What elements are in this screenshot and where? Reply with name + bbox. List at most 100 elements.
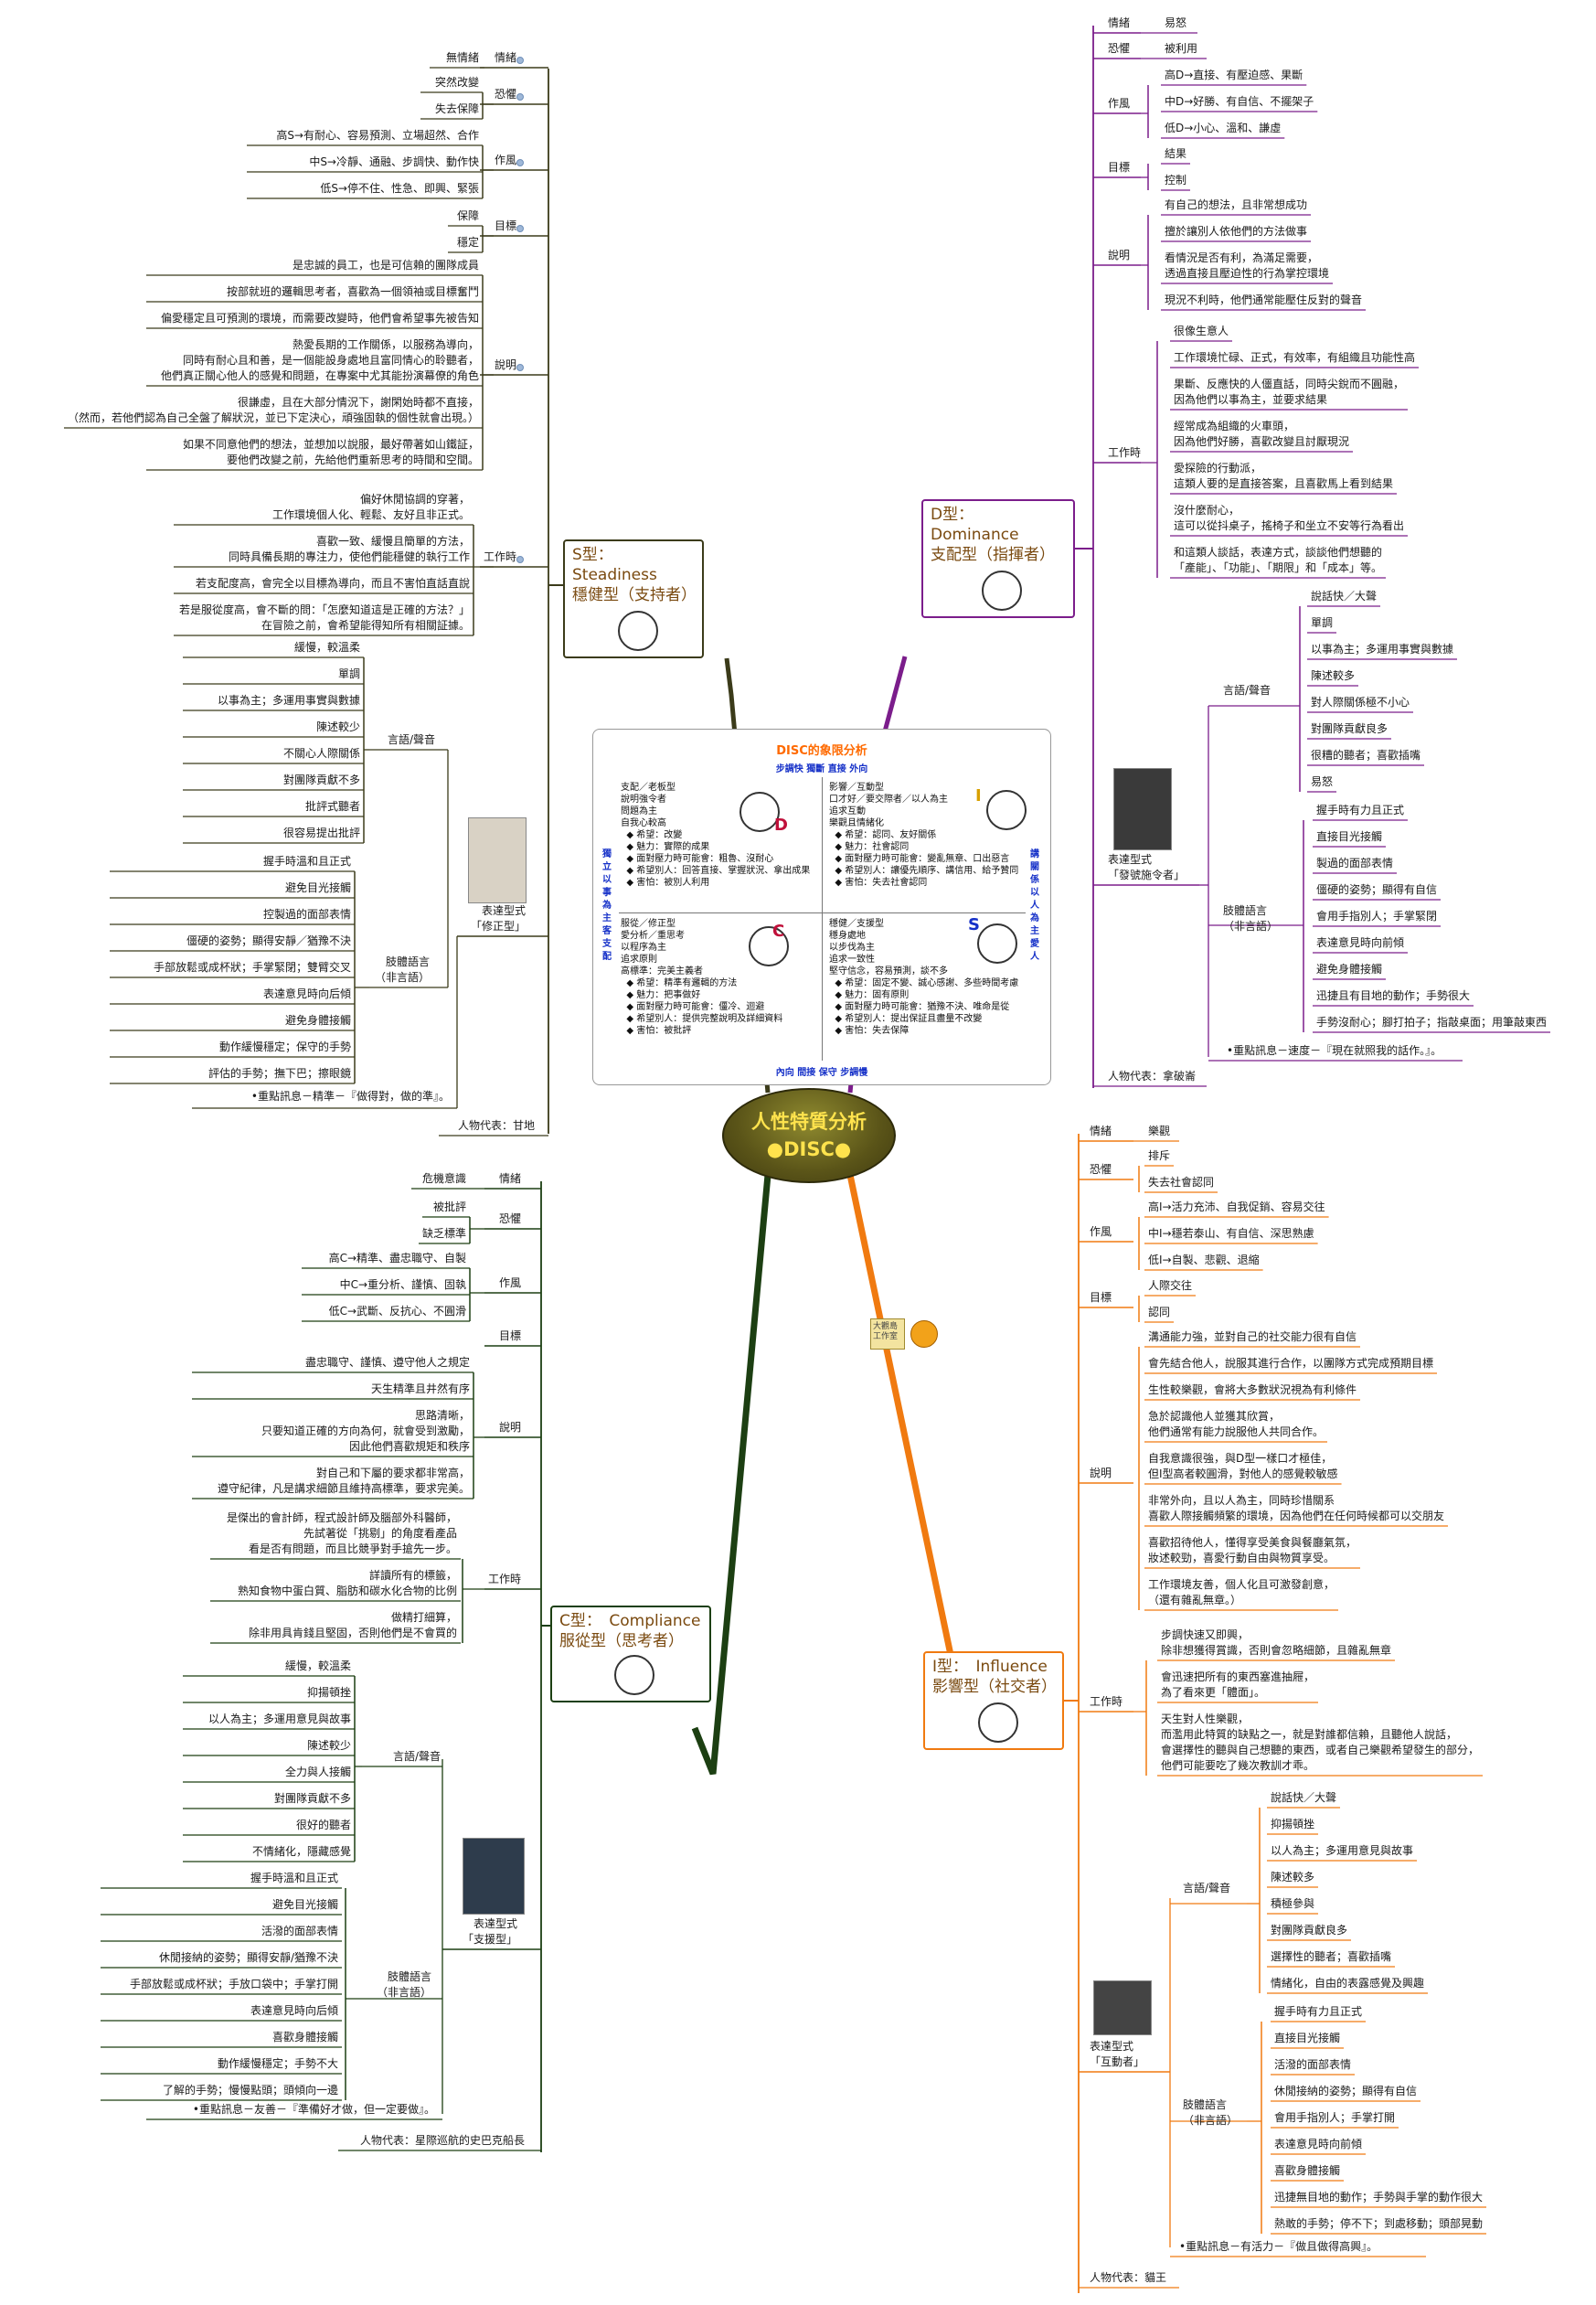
branch-leaf[interactable]: 迅捷無目地的動作；手勢與手掌的動作很大	[1274, 2191, 1484, 2204]
branch-leaf[interactable]: 以事為主；多運用事實與數據	[1311, 643, 1454, 656]
branch-person[interactable]: 人物代表：星際巡航的史巴克船長	[359, 2134, 525, 2147]
branch-category[interactable]: 肢體語言 （非言語）	[374, 955, 430, 984]
branch-leaf[interactable]: 樂觀	[1148, 1125, 1171, 1137]
branch-leaf[interactable]: 沒什麼耐心， 這可以從抖桌子，搖椅子和坐立不安等行為看出	[1174, 504, 1405, 532]
branch-category[interactable]: 恐懼	[1090, 1163, 1112, 1176]
branch-leaf[interactable]: 單調	[337, 667, 360, 680]
branch-leaf[interactable]: 低D→小心、溫和、謙虛	[1165, 122, 1282, 134]
topic-d-type[interactable]: D型： Dominance 支配型（指揮者）	[921, 499, 1075, 618]
branch-leaf[interactable]: 握手時溫和且正式	[250, 1872, 338, 1884]
branch-leaf[interactable]: 失去保障	[434, 102, 479, 115]
branch-category[interactable]: 言語/聲音	[1223, 684, 1271, 697]
branch-leaf[interactable]: 中C→重分析、謹慎、固執	[339, 1278, 466, 1291]
branch-leaf[interactable]: 會迅速把所有的東西塞進抽屜， 為了看來更「體面」。	[1161, 1670, 1315, 1699]
branch-leaf[interactable]: 人際交往	[1148, 1279, 1193, 1292]
branch-leaf[interactable]: 情緒化，自由的表露感覺及興趣	[1271, 1977, 1425, 1990]
branch-leaf[interactable]: 以事為主；多運用事實與數據	[217, 694, 360, 707]
branch-leaf[interactable]: 低I→自製、悲觀、退縮	[1148, 1254, 1260, 1266]
branch-node-dot[interactable]	[516, 556, 524, 563]
branch-category[interactable]: 情緒	[494, 51, 516, 64]
branch-category[interactable]: 表達型式 「支援型」	[462, 1917, 517, 1946]
branch-node-dot[interactable]	[516, 225, 524, 232]
branch-leaf[interactable]: 陳述較少	[306, 1739, 351, 1752]
branch-leaf[interactable]: 僵硬的姿勢；顯得安靜／猶豫不決	[186, 934, 351, 947]
branch-category[interactable]: 情緒	[1090, 1125, 1112, 1137]
branch-leaf[interactable]: 握手時溫和且正式	[262, 855, 351, 868]
branch-leaf[interactable]: 動作緩慢穩定；手勢不大	[217, 2057, 338, 2070]
branch-leaf[interactable]: 無情緒	[445, 51, 479, 64]
branch-leaf[interactable]: 若支配度高，會完全以目標為導向，而且不害怕直話直說	[195, 577, 470, 590]
branch-category[interactable]: 表達型式 「互動者」	[1090, 2040, 1145, 2068]
branch-leaf[interactable]: 休閒接納的姿勢；顯得安靜/猶豫不決	[158, 1951, 338, 1964]
branch-leaf[interactable]: 選擇性的聽者；喜歡插嘴	[1271, 1950, 1392, 1963]
branch-category[interactable]: 恐懼	[494, 88, 516, 101]
branch-leaf[interactable]: 溝通能力強，並對自己的社交能力很有自信	[1148, 1330, 1357, 1343]
branch-leaf[interactable]: 對團隊貢獻良多	[1271, 1924, 1348, 1937]
branch-key-message[interactable]: •重點訊息－友善－『準備好才做，但一定要做』。	[192, 2103, 435, 2116]
branch-leaf[interactable]: 直接目光接觸	[1274, 2032, 1341, 2044]
branch-leaf[interactable]: 喜歡身體接觸	[271, 2031, 338, 2044]
branch-leaf[interactable]: 陳述較多	[1311, 669, 1356, 682]
branch-category[interactable]: 肢體語言 （非言語）	[1183, 2098, 1239, 2127]
branch-leaf[interactable]: 和這類人談話，表達方式，談談他們想聽的 「產能」、「功能」、「期限」和「成本」等…	[1174, 546, 1383, 574]
branch-leaf[interactable]: 陳述較少	[315, 720, 360, 733]
branch-leaf[interactable]: 很好的聽者	[295, 1819, 351, 1831]
branch-leaf[interactable]: 避免目光接觸	[271, 1898, 338, 1911]
branch-category[interactable]: 肢體語言 （非言語）	[376, 1970, 431, 1999]
branch-leaf[interactable]: 做精打細算， 除非用具肯錢且堅固，否則他們是不會買的	[248, 1611, 457, 1639]
branch-leaf[interactable]: 控製過的面部表情	[262, 908, 351, 921]
branch-node-dot[interactable]	[516, 159, 524, 166]
branch-leaf[interactable]: 迅捷且有目地的動作；手勢很大	[1316, 989, 1471, 1002]
branch-leaf[interactable]: 製過的面部表情	[1316, 857, 1394, 870]
branch-leaf[interactable]: 表達意見時向前傾	[1316, 936, 1405, 949]
branch-leaf[interactable]: 握手時有力且正式	[1274, 2005, 1363, 2018]
branch-leaf[interactable]: 批評式聽者	[304, 800, 360, 813]
branch-category[interactable]: 目標	[494, 219, 516, 232]
branch-person[interactable]: 人物代表：拿破崙	[1108, 1070, 1197, 1083]
branch-category[interactable]: 說明	[1090, 1467, 1112, 1479]
branch-leaf[interactable]: 表達意見時向前傾	[1274, 2138, 1363, 2150]
branch-leaf[interactable]: 陳述較多	[1271, 1871, 1315, 1883]
branch-person[interactable]: 人物代表：甘地	[457, 1119, 535, 1132]
branch-category[interactable]: 言語/聲音	[1183, 1882, 1231, 1894]
branch-leaf[interactable]: 表達意見時向后傾	[250, 2004, 338, 2017]
branch-category[interactable]: 工作時	[1108, 446, 1142, 459]
branch-leaf[interactable]: 動作緩慢穩定；保守的手勢	[218, 1040, 351, 1053]
branch-category[interactable]: 目標	[498, 1329, 521, 1342]
branch-category[interactable]: 工作時	[487, 1573, 521, 1585]
branch-leaf[interactable]: 說話快／大聲	[1271, 1791, 1337, 1804]
branch-leaf[interactable]: 不情緒化，隱藏感覺	[251, 1845, 351, 1858]
branch-leaf[interactable]: 休閒接納的姿勢；顯得有自信	[1274, 2085, 1418, 2097]
branch-leaf[interactable]: 易怒	[1311, 775, 1334, 788]
branch-leaf[interactable]: 以人為主；多運用意見與故事	[207, 1713, 351, 1725]
branch-leaf[interactable]: 天生對人性樂觀， 而濫用此特質的缺點之一，就是對誰都信賴，且聽他人說話， 會選擇…	[1161, 1713, 1480, 1772]
branch-leaf[interactable]: 避免目光接觸	[284, 881, 351, 894]
branch-category[interactable]: 肢體語言 （非言語）	[1223, 904, 1279, 933]
branch-key-message[interactable]: •重點訊息－精準－『做得對，做的準』。	[250, 1090, 450, 1103]
branch-leaf[interactable]: 按部就班的邏輯思考者，喜歡為一個領袖或目標奮鬥	[226, 285, 479, 298]
branch-leaf[interactable]: 喜歡一致、緩慢且簡單的方法， 同時具備長期的專注力，使他們能穩健的執行工作	[228, 535, 470, 563]
branch-category[interactable]: 說明	[498, 1421, 521, 1434]
branch-key-message[interactable]: •重點訊息－有活力－『做且做得高興』。	[1179, 2240, 1378, 2253]
topic-c-type[interactable]: C型： Compliance 服從型（思考者）	[550, 1606, 711, 1702]
branch-leaf[interactable]: 缺乏標準	[421, 1227, 466, 1240]
branch-leaf[interactable]: 熱敢的手勢；停不下；到處移動；頭部晃動	[1274, 2217, 1484, 2230]
branch-leaf[interactable]: 工作環境忙碌、正式，有效率，有組織且功能性高	[1174, 351, 1416, 364]
branch-category[interactable]: 工作時	[483, 550, 516, 563]
branch-leaf[interactable]: 偏好休閒協調的穿著， 工作環境個人化、輕鬆、友好且非正式。	[271, 493, 470, 521]
branch-leaf[interactable]: 對人際關係極不小心	[1311, 696, 1410, 709]
branch-leaf[interactable]: 果斷、反應快的人僵直話，同時尖銳而不圓融， 因為他們以事為主，並要求結果	[1174, 378, 1405, 406]
branch-leaf[interactable]: 步調快速又即興， 除非想獲得賞識，否則會忽略細節，且雜亂無章	[1161, 1628, 1392, 1657]
branch-node-dot[interactable]	[516, 364, 524, 371]
branch-leaf[interactable]: 對團隊貢獻不多	[273, 1792, 351, 1805]
branch-node-dot[interactable]	[516, 93, 524, 101]
branch-leaf[interactable]: 積極參與	[1271, 1897, 1315, 1910]
branch-leaf[interactable]: 熱愛長期的工作關係，以服務為導向， 同時有耐心且和善，是一個能設身處地且富同情心…	[160, 338, 479, 382]
branch-leaf[interactable]: 喜歡身體接觸	[1274, 2164, 1341, 2177]
branch-leaf[interactable]: 避免身體接觸	[1316, 963, 1383, 976]
branch-leaf[interactable]: 被批評	[432, 1201, 466, 1213]
branch-category[interactable]: 恐懼	[1108, 42, 1131, 55]
branch-leaf[interactable]: 會先結合他人，說服其進行合作，以團隊方式完成預期目標	[1148, 1357, 1434, 1370]
branch-leaf[interactable]: 很謙虛，且在大部分情況下，謝閑始時都不直接， （然而，若他們認為自己全盤了解狀況…	[67, 396, 479, 424]
branch-leaf[interactable]: 如果不同意他們的想法，並想加以說服，最好帶著如山鐵証， 要他們改變之前，先給他們…	[182, 438, 479, 466]
